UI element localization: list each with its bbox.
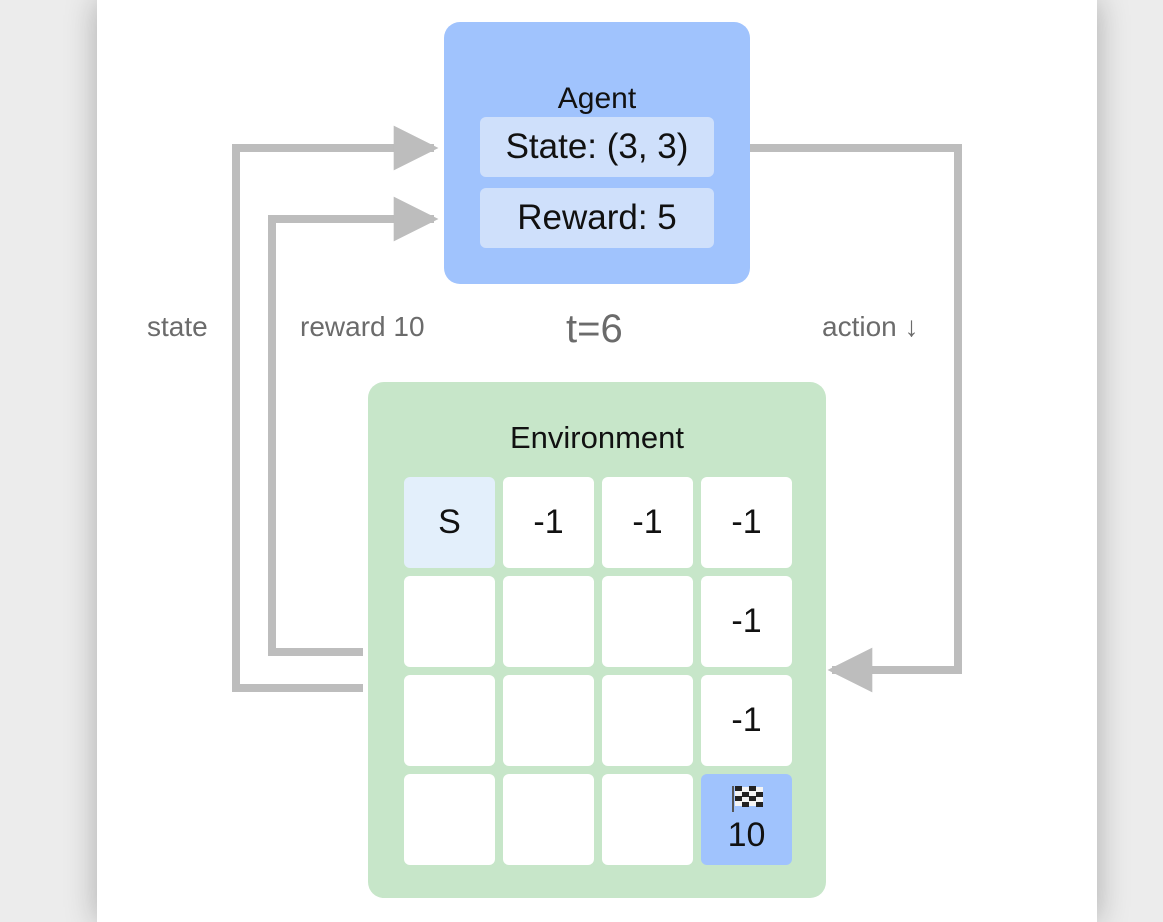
- reward-label: reward 10: [300, 311, 425, 342]
- grid-cell-1-3: -1: [701, 576, 792, 667]
- grid-cell-1-2: [602, 576, 693, 667]
- grid-cell-2-2: [602, 675, 693, 766]
- grid-cell-value: -1: [731, 701, 762, 739]
- agent-box: Agent State: (3, 3) Reward: 5: [444, 22, 750, 284]
- agent-state-field: State: (3, 3): [480, 117, 714, 177]
- action-label: action ↓: [822, 311, 919, 342]
- agent-reward-field: Reward: 5: [480, 188, 714, 248]
- grid-cell-3-0: [404, 774, 495, 865]
- agent-title: Agent: [557, 82, 637, 115]
- grid-cell-0-1: -1: [503, 477, 594, 568]
- grid-cell-0-3: -1: [701, 477, 792, 568]
- grid-cell-0-2: -1: [602, 477, 693, 568]
- timestep-label: t=6: [566, 307, 623, 351]
- grid-cell-0-0: S: [404, 477, 495, 568]
- state-arrow: [232, 125, 439, 692]
- state-label: state: [147, 311, 208, 342]
- grid-cell-2-1: [503, 675, 594, 766]
- grid-cell-2-3: -1: [701, 675, 792, 766]
- grid-cell-2-0: [404, 675, 495, 766]
- grid-cell-value: -1: [632, 503, 663, 541]
- action-arrow: [750, 144, 962, 693]
- grid-cell-3-1: [503, 774, 594, 865]
- grid-cell-value: -1: [731, 602, 762, 640]
- grid-cell-3-2: [602, 774, 693, 865]
- reward-arrow: [268, 196, 439, 656]
- grid-cell-1-0: [404, 576, 495, 667]
- grid-cell-value: S: [438, 503, 461, 541]
- grid-cell-value: 10: [727, 816, 766, 854]
- environment-box: Environment S -1 -1 -1 -1 -1 10: [368, 382, 826, 898]
- grid-cell-3-3: 10: [701, 774, 792, 865]
- grid-cell-1-1: [503, 576, 594, 667]
- grid-cell-value: -1: [533, 503, 564, 541]
- grid-cell-value: -1: [731, 503, 762, 541]
- checkered-flag-icon: [731, 786, 763, 812]
- environment-title: Environment: [509, 420, 685, 455]
- grid-world: S -1 -1 -1 -1 -1 10: [404, 477, 792, 865]
